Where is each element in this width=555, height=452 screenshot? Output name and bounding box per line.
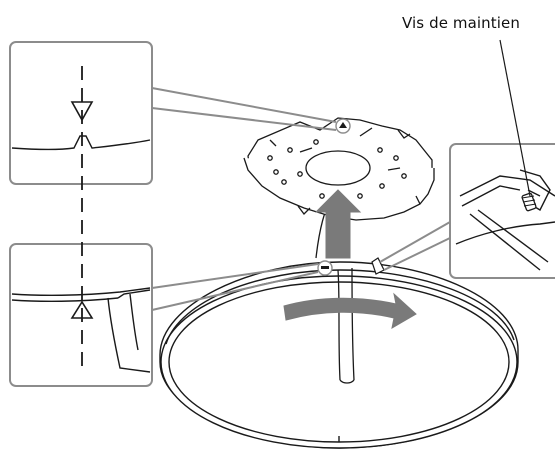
mounting-bracket: [243, 117, 435, 221]
retaining-screw-label: Vis de maintien: [402, 14, 520, 32]
callout-screw-detail: [379, 143, 555, 279]
callout-bracket-mark: [9, 41, 337, 185]
alignment-mark-bracket: [335, 118, 351, 134]
screw-leader-line: [499, 39, 531, 197]
alignment-mark-housing: [317, 260, 333, 276]
callout-housing-mark: [9, 243, 319, 387]
rotation-arrow-icon: [283, 292, 417, 329]
screw-icon: [521, 192, 537, 212]
up-arrow-icon: [314, 189, 362, 259]
